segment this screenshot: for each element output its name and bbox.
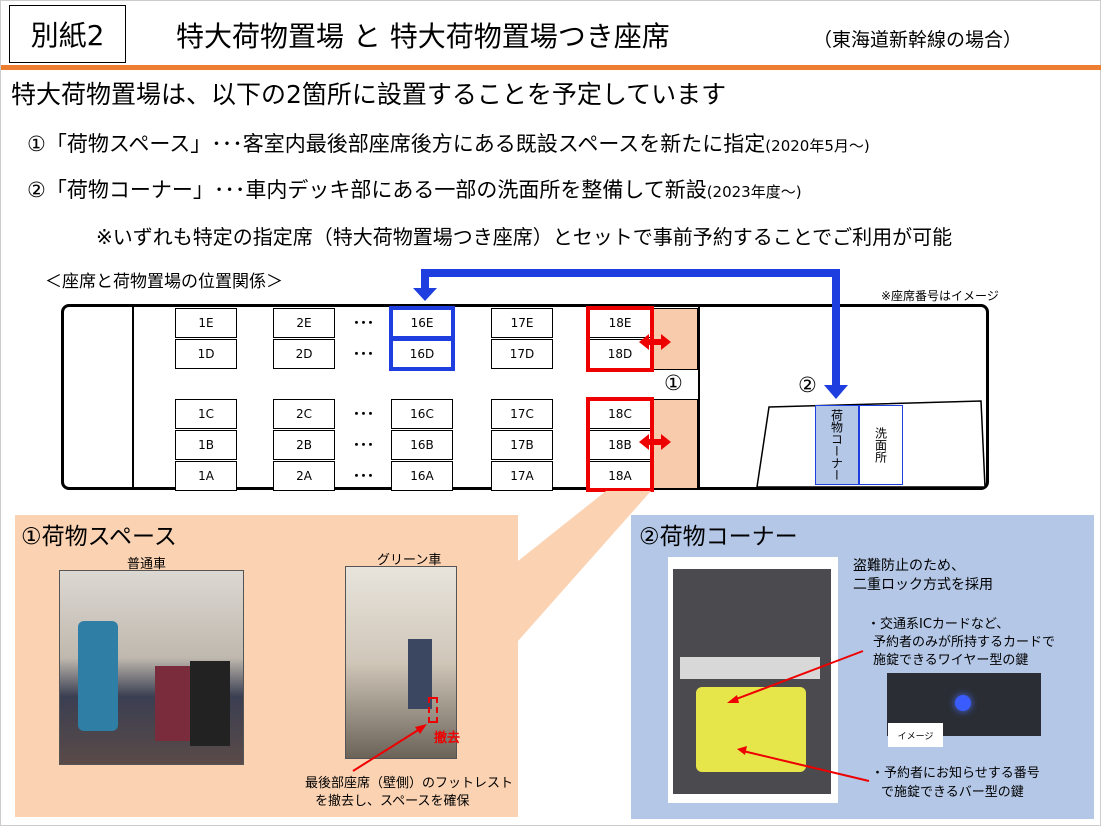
item-date: (2023年度～) bbox=[706, 183, 802, 201]
seat-ellipsis: ･･･ bbox=[353, 347, 374, 363]
marker-1: ① bbox=[664, 371, 683, 395]
luggage-corner-panel: ②荷物コーナー 盗難防止のため、 二重ロック方式を採用 ・交通系ICカードなど、… bbox=[631, 515, 1094, 819]
page-subtitle: （東海道新幹線の場合） bbox=[813, 29, 1023, 51]
seat-17d: 17D bbox=[491, 339, 553, 369]
seat-2d: 2D bbox=[273, 339, 335, 369]
seat-2c: 2C bbox=[273, 399, 335, 429]
item-luggage-corner: ②「荷物コーナー」･･･車内デッキ部にある一部の洗面所を整備して新設(2023年… bbox=[27, 174, 802, 204]
seat-1a: 1A bbox=[175, 461, 237, 491]
seat-2a: 2A bbox=[273, 461, 335, 491]
caption-line-2: を撤去し、スペースを確保 bbox=[315, 794, 470, 809]
luggage-space-panel: ①荷物スペース 普通車 グリーン車 撤去 最後部座席（壁側）のフットレスト を撤… bbox=[15, 515, 518, 817]
ic-lock-photo: イメージ bbox=[887, 673, 1041, 747]
seat-17e: 17E bbox=[491, 308, 553, 338]
removed-label: 撤去 bbox=[434, 731, 461, 746]
seat-18b: 18B bbox=[589, 430, 651, 460]
seat-1c: 1C bbox=[175, 399, 237, 429]
security-line-2: 二重ロック方式を採用 bbox=[853, 577, 993, 593]
page-title: 特大荷物置場 と 特大荷物置場つき座席 bbox=[176, 20, 670, 53]
washroom-box: 洗面所 bbox=[859, 405, 903, 485]
seat-17b: 17B bbox=[491, 430, 553, 460]
seat-2e: 2E bbox=[273, 308, 335, 338]
item-text: ②「荷物コーナー」･･･車内デッキ部にある一部の洗面所を整備して新設 bbox=[27, 178, 707, 202]
seat-18a: 18A bbox=[589, 461, 651, 491]
wire-lock-line-2: 予約者のみが所持するカードで bbox=[873, 635, 1056, 650]
seat-17c: 17C bbox=[491, 399, 553, 429]
photo-caption-green: グリーン車 bbox=[377, 553, 442, 568]
caption-line-1: 最後部座席（壁側）のフットレスト bbox=[305, 776, 514, 791]
seat-18e: 18E bbox=[589, 308, 651, 338]
car-partition bbox=[698, 306, 700, 488]
bar-lock-line-2: で施錠できるバー型の鍵 bbox=[881, 785, 1024, 800]
photo-caption-ordinary: 普通車 bbox=[127, 557, 167, 572]
attachment-badge: 別紙2 bbox=[9, 5, 126, 63]
luggage-corner-box: 荷物コーナー bbox=[815, 405, 859, 485]
panel-title: ②荷物コーナー bbox=[639, 524, 798, 550]
seat-1e: 1E bbox=[175, 308, 237, 338]
seat-1b: 1B bbox=[175, 430, 237, 460]
car-wall bbox=[132, 306, 134, 488]
header-divider bbox=[1, 65, 1101, 70]
seat-ellipsis: ･･･ bbox=[353, 407, 374, 423]
item-text: ①「荷物スペース」･･･客室内最後部座席後方にある既設スペースを新たに指定 bbox=[27, 132, 766, 156]
seat-ellipsis: ･･･ bbox=[353, 469, 374, 485]
seat-16b: 16B bbox=[391, 430, 453, 460]
seat-ellipsis: ･･･ bbox=[353, 316, 374, 332]
double-arrow-icon bbox=[639, 334, 671, 350]
item-date: (2020年5月～) bbox=[765, 137, 870, 155]
seat-16c: 16C bbox=[391, 399, 453, 429]
photo-ordinary-car bbox=[59, 570, 244, 765]
luggage-corner-illustration bbox=[668, 557, 838, 803]
blue-link-arrow bbox=[413, 269, 848, 399]
seat-17a: 17A bbox=[491, 461, 553, 491]
panel-title: ①荷物スペース bbox=[21, 524, 177, 550]
lock-arrows bbox=[727, 650, 870, 782]
seat-16a: 16A bbox=[391, 461, 453, 491]
seat-ellipsis: ･･･ bbox=[353, 438, 374, 454]
corner-seat-highlight-16d bbox=[389, 337, 455, 371]
image-label: イメージ bbox=[888, 723, 943, 747]
seat-16d: 16D bbox=[391, 339, 453, 369]
reservation-note: ※いずれも特定の指定席（特大荷物置場つき座席）とセットで事前予約することでご利用… bbox=[96, 225, 953, 249]
wire-lock-line-1: ・交通系ICカードなど、 bbox=[867, 617, 1010, 632]
seat-2b: 2B bbox=[273, 430, 335, 460]
double-arrow-icon bbox=[639, 434, 671, 450]
marker-2: ② bbox=[798, 373, 817, 397]
security-line-1: 盗難防止のため、 bbox=[853, 558, 965, 574]
seat-number-note: ※座席番号はイメージ bbox=[881, 289, 999, 303]
item-luggage-space: ①「荷物スペース」･･･客室内最後部座席後方にある既設スペースを新たに指定(20… bbox=[27, 128, 870, 158]
seat-1d: 1D bbox=[175, 339, 237, 369]
callout-arrow bbox=[352, 724, 427, 772]
diagram-title: ＜座席と荷物置場の位置関係＞ bbox=[45, 272, 283, 292]
bar-lock-line-1: ・予約者にお知らせする番号 bbox=[871, 766, 1040, 781]
photo-green-car: 撤去 bbox=[345, 566, 461, 759]
wire-lock-line-3: 施錠できるワイヤー型の鍵 bbox=[873, 653, 1029, 668]
lead-text: 特大荷物置場は、以下の2箇所に設置することを予定しています bbox=[11, 80, 727, 109]
panel-callout-wedge bbox=[518, 491, 651, 641]
